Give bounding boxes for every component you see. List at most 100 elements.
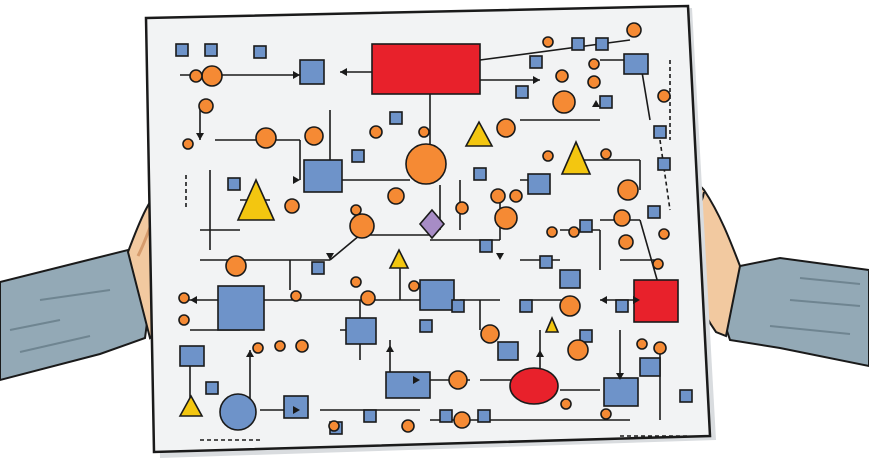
orange-node [178,314,190,326]
small-blue-box [647,205,661,219]
orange-node [178,292,190,304]
orange-node [304,126,324,146]
right-sleeve-shadow [769,277,861,335]
small-blue-box [351,149,365,163]
blue-process-box [497,341,519,361]
blue-process-box [299,59,325,85]
orange-node [568,226,580,238]
orange-node [658,228,670,240]
flowchart-paper-icon [144,4,716,458]
orange-node [274,340,286,352]
small-blue-box [253,45,267,59]
small-blue-box [389,111,403,125]
orange-node [350,204,362,216]
arrowhead [633,296,640,304]
arrowhead [246,350,254,357]
arrowhead [413,376,420,384]
small-blue-box [204,43,218,57]
small-blue-box [419,319,433,333]
small-blue-box [679,389,693,403]
arrowhead [533,76,540,84]
arrowhead [616,373,624,380]
blue-process-box [623,53,649,75]
blue-process-box [527,173,551,195]
red-terminator [509,367,559,405]
orange-node [600,408,612,420]
orange-node [387,187,405,205]
orange-node [455,201,469,215]
orange-node [542,36,554,48]
orange-node [636,338,648,350]
orange-node [408,280,420,292]
orange-node [480,324,500,344]
small-blue-box [473,167,487,181]
arrowhead [496,253,504,260]
orange-node [567,339,589,361]
small-blue-box [615,299,629,313]
orange-node [290,290,302,302]
orange-node [626,22,642,38]
arrowhead [592,100,600,107]
orange-node [225,255,247,277]
arrowhead [326,253,334,260]
orange-node [509,189,523,203]
purple-decision-diamond [418,208,446,240]
orange-node [453,411,471,429]
orange-node [448,370,468,390]
orange-node [613,209,631,227]
small-blue-box [539,255,553,269]
orange-node [201,65,223,87]
small-blue-box [595,37,609,51]
blue-process-box [217,285,265,331]
orange-node [198,98,214,114]
connector-line [639,219,661,291]
yellow-triangle [178,394,204,417]
small-blue-box [653,125,667,139]
orange-node [350,276,362,288]
connector-line [329,234,361,261]
arrowhead [536,350,544,357]
blue-process-box [419,279,455,311]
arrowhead [600,296,607,304]
orange-node [496,118,516,138]
orange-node [587,75,601,89]
small-blue-box [311,261,325,275]
blue-circle [219,393,257,431]
blue-process-box [303,159,343,193]
small-blue-box [227,177,241,191]
blue-process-box [639,357,661,377]
orange-node [546,226,558,238]
flowchart-shapes [175,22,693,435]
orange-node [559,295,581,317]
dashed-connector [659,139,671,211]
orange-node [328,420,340,432]
small-blue-box [205,381,219,395]
small-blue-box [439,409,453,423]
yellow-triangle [388,248,410,269]
orange-node [349,213,375,239]
blue-process-box [385,371,431,399]
orange-node [653,341,667,355]
orange-node [401,419,415,433]
yellow-triangle [544,315,560,333]
small-blue-box [175,43,189,57]
orange-node [189,69,203,83]
orange-node [182,138,194,150]
blue-process-box [559,269,581,289]
orange-node [369,125,383,139]
orange-node [657,89,671,103]
orange-node [252,342,264,354]
orange-node [600,148,612,160]
orange-node [284,198,300,214]
left-sleeve-shadow [9,289,111,353]
arrowhead [340,68,347,76]
red-process-box [633,279,679,323]
blue-process-box [345,317,377,345]
small-blue-box [657,157,671,171]
yellow-triangle [236,178,276,221]
blue-process-box [179,345,205,367]
orange-node [255,127,277,149]
arrowhead [293,71,300,79]
orange-node [542,150,554,162]
